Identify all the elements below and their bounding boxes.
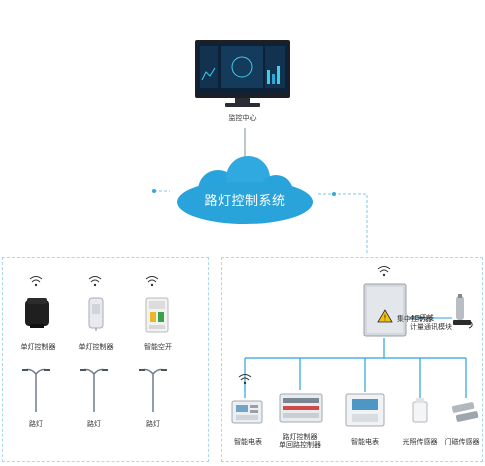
gateway-label-1: 4G天线 <box>410 314 434 322</box>
lamp-label: 路灯 <box>146 420 160 428</box>
door-sensor-icon <box>450 396 482 426</box>
wifi-icon <box>29 272 43 287</box>
street-lamp-icon <box>80 366 108 414</box>
device-label: 智能电表 <box>234 438 262 446</box>
wifi-icon <box>145 272 159 287</box>
nema-controller-icon <box>22 296 52 330</box>
street-lamp-icon <box>22 366 50 414</box>
street-lamp-icon <box>139 366 167 414</box>
cloud-icon <box>170 150 320 228</box>
loop-controller-icon <box>278 390 324 426</box>
device-label: 智能空开 <box>144 343 172 351</box>
device-label: 智能电表 <box>351 438 379 446</box>
light-sensor-icon <box>409 396 431 426</box>
gateway-antenna-icon <box>449 292 475 330</box>
monitor-icon <box>195 40 290 108</box>
device-label: 门磁传感器 <box>444 438 480 446</box>
svg-text:!: ! <box>383 314 386 323</box>
device-label: 路灯控制器 单回路控制器 <box>279 433 321 449</box>
wifi-icon <box>238 370 252 385</box>
meter-icon <box>230 397 264 427</box>
right-panel <box>221 257 483 462</box>
cloud-label: 路灯控制系统 <box>204 194 286 209</box>
control-cabinet-icon: ! <box>362 282 408 338</box>
wifi-icon <box>88 272 102 287</box>
lamp-label: 路灯 <box>29 420 43 428</box>
gateway-label-2: 计量通讯模块 <box>410 323 452 331</box>
cloud-right-link <box>318 193 368 253</box>
lamp-label: 路灯 <box>87 420 101 428</box>
wifi-icon <box>377 262 391 277</box>
smart-breaker-icon <box>144 296 170 334</box>
device-label: 光照传感器 <box>402 438 438 446</box>
device-label: 单灯控制器 <box>20 343 56 351</box>
terminal-label: 监控中心 <box>228 114 257 122</box>
left-panel <box>2 257 209 462</box>
cabinet-label: 集中控制器 <box>397 315 432 323</box>
lamp-controller-icon <box>85 296 107 332</box>
device-label: 单灯控制器 <box>78 343 114 351</box>
energy-meter-icon <box>344 392 386 428</box>
